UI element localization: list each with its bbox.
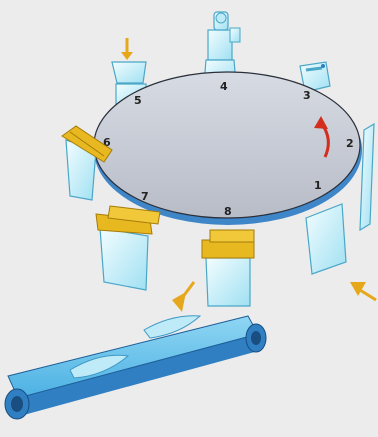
station-7-clamp xyxy=(96,206,160,290)
outfeed-arrow xyxy=(172,282,194,312)
station-label-8: 8 xyxy=(224,205,232,218)
station-2-sheet xyxy=(360,124,374,230)
infeed-arrow xyxy=(350,282,376,300)
conveyor-belt xyxy=(5,316,266,419)
station-label-2: 2 xyxy=(346,137,354,150)
station-8-clamp xyxy=(202,230,254,306)
station-label-1: 1 xyxy=(314,179,322,192)
station-label-7: 7 xyxy=(141,190,149,203)
station-label-3: 3 xyxy=(303,89,311,102)
station-1-plate xyxy=(306,204,346,274)
station-label-5: 5 xyxy=(134,94,142,107)
station-label-4: 4 xyxy=(220,80,228,93)
